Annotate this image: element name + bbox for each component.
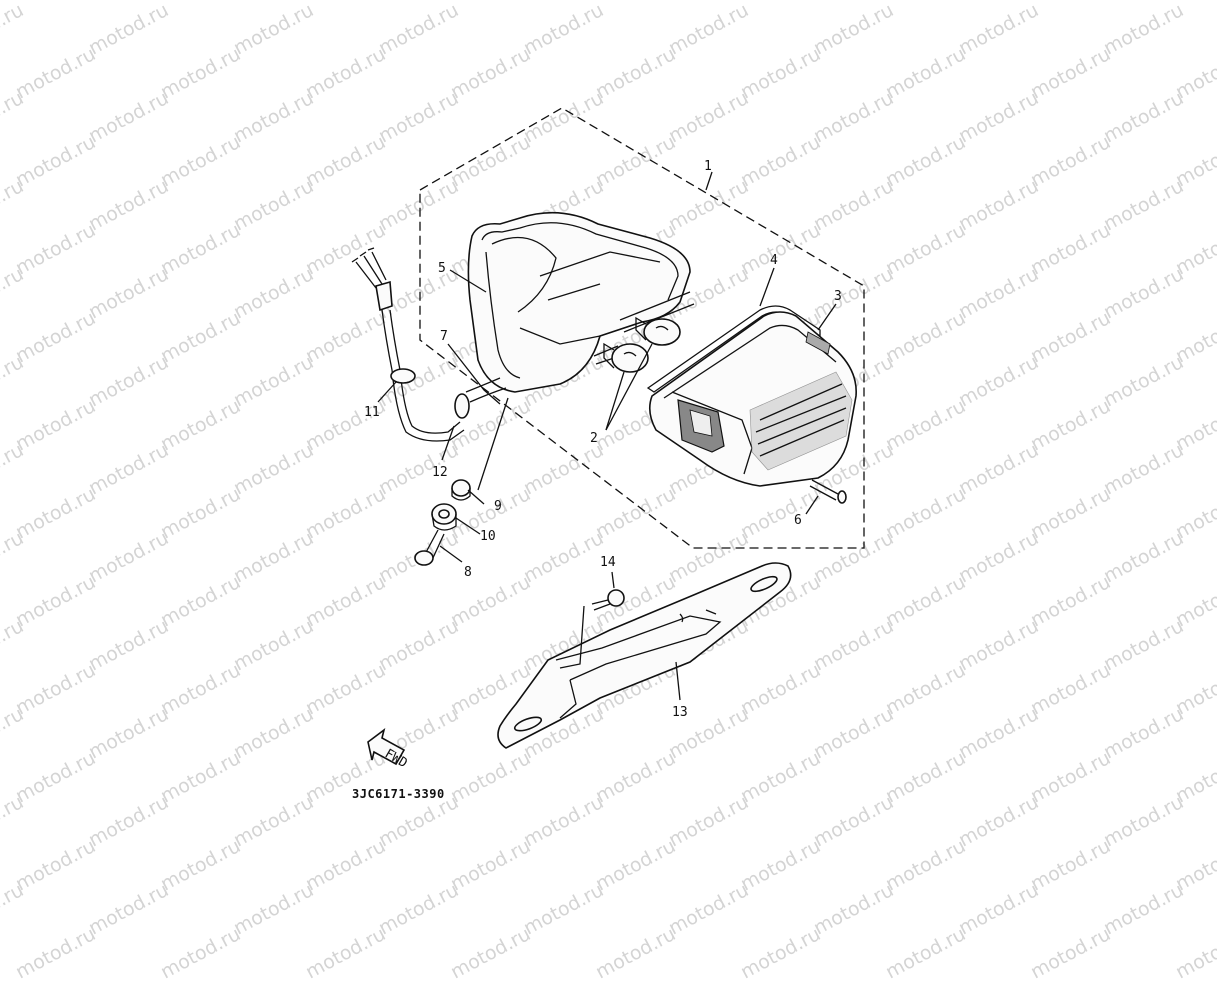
- watermark-text: motod.ru: [302, 923, 390, 983]
- callout-9: 9: [494, 499, 502, 514]
- assembly-boundary: [419, 107, 865, 549]
- watermark-text: motod.ru: [157, 923, 245, 983]
- bulbs: [603, 316, 681, 373]
- callout-12: 12: [432, 465, 448, 480]
- leader-lines: [377, 171, 837, 701]
- callout-7: 7: [440, 329, 448, 344]
- callout-11: 11: [364, 405, 380, 420]
- parts-diagram: 1 2 3 4 5 6 7 8 9 10 11 12 13 14 FWD 3JC…: [351, 107, 865, 801]
- watermark-text: motod.ru: [882, 923, 970, 983]
- lens-screw: [809, 479, 847, 504]
- watermark-text: motod.ru: [592, 923, 680, 983]
- watermark-text: motod.ru: [737, 923, 825, 983]
- callout-5: 5: [438, 261, 446, 276]
- callout-10: 10: [480, 529, 496, 544]
- callout-13: 13: [672, 705, 688, 720]
- callout-3: 3: [834, 289, 842, 304]
- callout-8: 8: [464, 565, 472, 580]
- bracket-screw: [591, 589, 625, 611]
- callout-6: 6: [794, 513, 802, 528]
- license-plate-bracket: [497, 562, 792, 749]
- callout-14: 14: [600, 555, 616, 570]
- callout-4: 4: [770, 253, 778, 268]
- callout-1: 1: [704, 159, 712, 174]
- bolt: [414, 529, 445, 566]
- diagram-code: 3JC6171-3390: [352, 787, 445, 801]
- watermark-text: motod.ru: [447, 923, 535, 983]
- watermark-text: motod.ru: [1027, 923, 1115, 983]
- callout-2: 2: [590, 431, 598, 446]
- lamp-housing: [467, 211, 695, 393]
- collar: [431, 503, 457, 531]
- wire-harness: [351, 247, 507, 442]
- watermark-text: motod.ru: [1172, 923, 1217, 983]
- grommet: [451, 479, 471, 501]
- watermark-text: motod.ru: [12, 923, 100, 983]
- forward-arrow-icon: FWD: [367, 728, 410, 771]
- tail-lamp-lens: [648, 311, 857, 487]
